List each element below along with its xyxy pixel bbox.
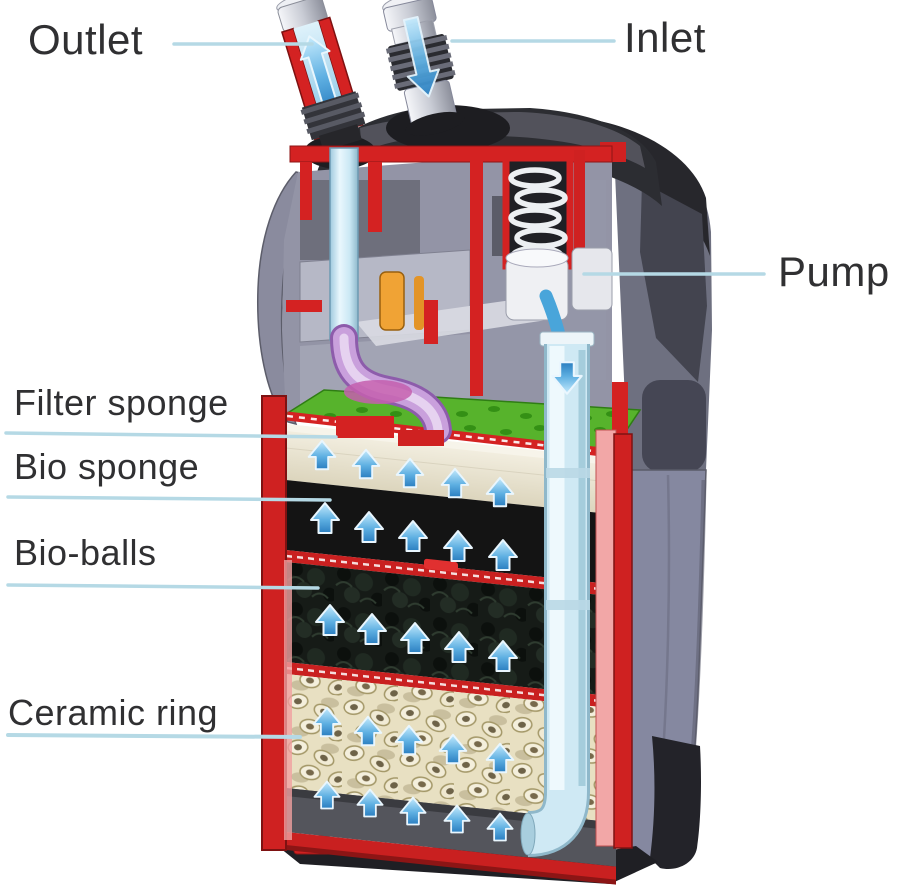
label-inlet: Inlet [624, 14, 706, 61]
left-red-wall [261, 395, 287, 851]
right-red-pillar [612, 382, 628, 444]
bio-balls-layer [286, 562, 616, 697]
label-filter-sponge: Filter sponge [14, 382, 229, 423]
inlet-fitting [382, 0, 465, 136]
bio-sponge-layer [286, 480, 616, 585]
leader-bio-sponge [6, 495, 332, 502]
filter-sponge-layer [286, 424, 616, 515]
cutaway-walls [261, 382, 633, 851]
bottom-red-frame [286, 832, 616, 883]
label-pump: Pump [778, 248, 890, 295]
head-dark-panel [642, 380, 706, 472]
right-red-wall [613, 433, 633, 849]
leader-lines [4, 39, 766, 739]
outlet-riser-tube [329, 147, 359, 341]
pump-part-orange [379, 271, 405, 331]
leader-filter-sponge [4, 431, 338, 439]
label-ceramic-ring: Ceramic ring [8, 692, 219, 733]
label-outlet: Outlet [28, 16, 144, 63]
inlet-flow-down-arrow [402, 15, 440, 98]
outlet-pipe [276, 0, 366, 152]
leader-ceramic-ring [6, 733, 302, 739]
label-bio-sponge: Bio sponge [14, 446, 200, 487]
right-foot [650, 736, 701, 870]
cutaway-head-interior [282, 145, 613, 420]
leader-bio-balls [6, 583, 320, 590]
body-left-shoulder [257, 171, 314, 426]
head-dark-wedge [640, 182, 707, 382]
right-pink-wall [595, 429, 617, 847]
intake-downtube [520, 331, 595, 857]
label-bio-balls: Bio-balls [14, 532, 157, 573]
impeller-assembly [330, 300, 452, 446]
pump-housing [505, 247, 613, 321]
